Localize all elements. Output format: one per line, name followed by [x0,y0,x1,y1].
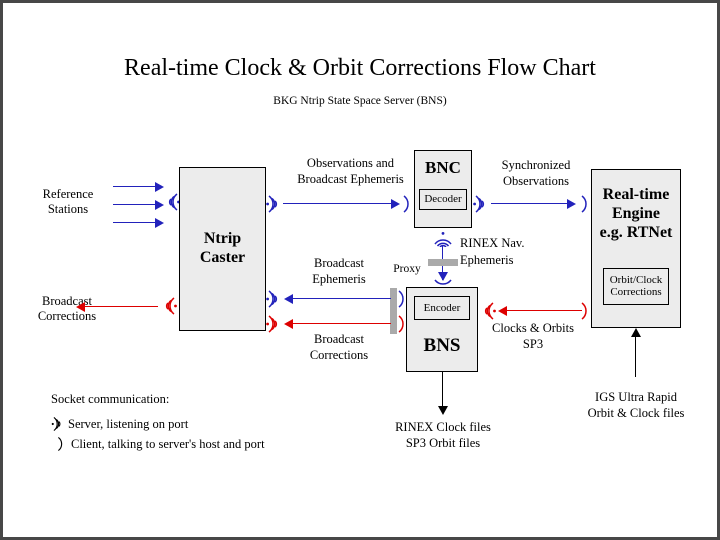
realtime-engine-title-line2: Engine [611,204,660,222]
reference-station-arrow-1-line [113,186,155,187]
synchronized-arrow-head [567,199,576,209]
clocks-orbits-arrow-line [507,310,582,311]
igs-label-line1: IGS Ultra Rapid [595,390,677,404]
server-socket-icon-legend [50,415,66,433]
legend-heading: Socket communication: [51,392,170,406]
server-socket-icon-caster-bcorr [266,313,282,335]
reference-station-arrow-3-line [113,222,155,223]
reference-stations-label-line1: Reference [42,187,94,201]
client-socket-icon-bns-bcorr [396,313,406,335]
client-socket-icon-bns-beph [396,288,406,310]
legend-client-label: Client, talking to server's host and por… [71,437,265,451]
broadcast-corrections-mid-label-line2: Corrections [309,348,369,362]
broadcast-ephemeris-label-line1: Broadcast [314,256,364,270]
igs-label-line2: Orbit & Clock files [587,406,685,420]
igs-arrow-head [631,328,641,337]
rinex-nav-label-line2: Ephemeris [460,253,514,267]
realtime-engine-title-line1: Real-time [602,186,670,203]
page-subtitle: BKG Ntrip State Space Server (BNS) [273,95,447,107]
client-socket-icon-bns-nav [432,279,454,289]
reference-stations-label-line2: Stations [47,202,89,216]
client-socket-icon-bnc-in [401,193,411,215]
observations-arrow-head [391,199,400,209]
ntrip-caster-title-line1: Ntrip [203,230,242,248]
clocks-orbits-label-line1: Clocks & Orbits [492,321,574,335]
orbit-clock-corrections-line1: Orbit/Clock [609,273,663,286]
server-socket-icon-bns-clocks [480,300,496,322]
client-socket-icon-legend [55,435,65,453]
bnc-box[interactable]: BNC Decoder [414,150,472,228]
broadcast-ephemeris-arrow-line [293,298,391,299]
broadcast-ephemeris-arrow-head [284,294,293,304]
proxy-bar-horizontal [428,259,458,266]
server-socket-icon-caster-obs [266,193,282,215]
synchronized-arrow-line [491,203,567,204]
ntrip-caster-title-line2: Caster [199,249,246,266]
orbit-clock-corrections-inner-box[interactable]: Orbit/Clock Corrections [603,267,669,305]
proxy-bar-vertical [390,288,397,334]
synchronized-label-line1: Synchronized [501,158,571,172]
broadcast-corrections-left-line2: Corrections [37,309,97,323]
bnc-decoder-inner-box[interactable]: Decoder [419,189,467,211]
server-socket-icon-caster-in [164,191,180,213]
broadcast-corrections-left-arrow-line [85,306,158,307]
rinex-nav-label-line1: RINEX Nav. [460,236,525,250]
server-socket-icon-bnc-out [473,193,489,215]
rinex-clock-files-arrow-head [438,406,448,415]
bnc-title: BNC [425,158,461,177]
observations-arrow-line [283,203,391,204]
broadcast-ephemeris-label-line2: Ephemeris [312,272,366,286]
server-socket-icon-caster-beph [266,288,282,310]
reference-station-arrow-1-head [155,182,164,192]
client-socket-icon-rtengine-clocks [579,300,589,322]
page-title: Real-time Clock & Orbit Corrections Flow… [124,55,596,81]
server-socket-icon-caster-out [161,295,177,317]
bns-box[interactable]: Encoder BNS [406,287,478,372]
synchronized-label-line2: Observations [503,174,569,188]
observations-label-line1: Observations and [306,156,395,170]
rinex-nav-arrow-head [438,272,448,281]
orbit-clock-corrections-line2: Corrections [610,286,662,299]
realtime-engine-title-line3: e.g. RTNet [599,223,673,241]
bns-encoder-inner-box[interactable]: Encoder [414,296,470,320]
reference-station-arrow-2-head [155,200,164,210]
igs-arrow-line [635,337,636,377]
observations-label-line2: Broadcast Ephemeris [297,172,404,186]
reference-station-arrow-2-line [113,204,155,205]
reference-station-arrow-3-head [155,218,164,228]
clocks-orbits-arrow-head [498,306,507,316]
bns-title: BNS [423,335,461,356]
legend-server-label: Server, listening on port [68,417,189,431]
rinex-clock-files-arrow-line [442,372,443,407]
rinex-clock-files-label-line1: RINEX Clock files [395,420,491,434]
broadcast-corrections-mid-arrow-head [284,319,293,329]
broadcast-corrections-left-arrow-head [76,302,85,312]
proxy-label: Proxy [393,263,421,275]
server-socket-icon-bnc-nav [432,231,454,248]
clocks-orbits-label-line2: SP3 [522,337,544,351]
broadcast-corrections-mid-label-line1: Broadcast [314,332,364,346]
client-socket-icon-rtengine-in [579,193,589,215]
realtime-engine-box[interactable]: Real-time Engine e.g. RTNet Orbit/Clock … [591,169,681,328]
rinex-clock-files-label-line2: SP3 Orbit files [405,436,481,450]
broadcast-corrections-mid-arrow-line [293,323,391,324]
ntrip-caster-box[interactable]: Ntrip Caster [179,167,266,331]
